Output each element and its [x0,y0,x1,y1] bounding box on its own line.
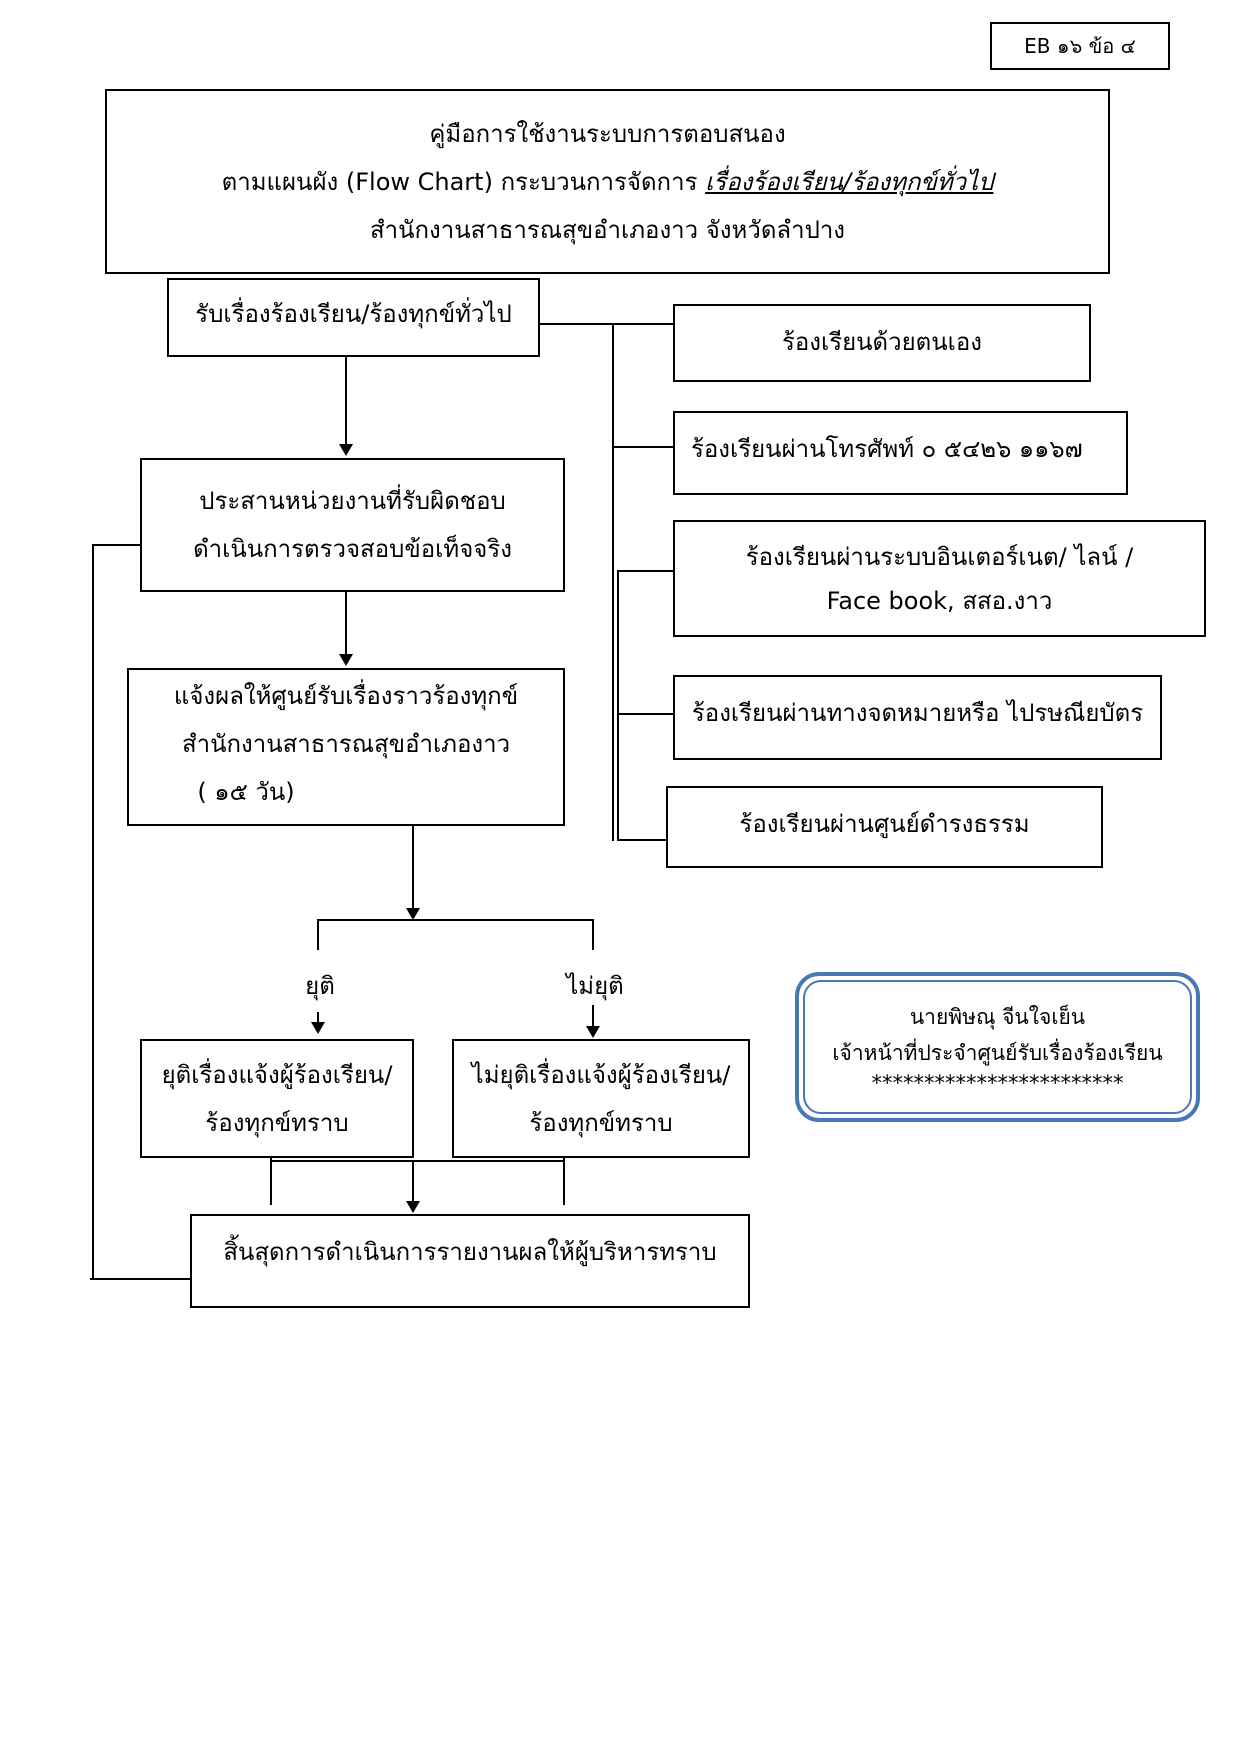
resolved-to-merge-line [270,1158,272,1205]
notify-text-1: แจ้งผลให้ศูนย์รับเรื่องราวร้องทุกข์ [173,682,519,710]
contact-info-box: นายพิษณุ จีนใจเย็น เจ้าหน้าที่ประจำศูนย์… [795,972,1200,1122]
receive-complaint-box: รับเรื่องร้องเรียน/ร้องทุกข์ทั่วไป [167,278,540,357]
channel-box-damrongdhamma: ร้องเรียนผ่านศูนย์ดำรงธรรม [666,786,1103,868]
resolved-box: ยุติเรื่องแจ้งผู้ร้องเรียน/ ร้องทุกข์ทรา… [140,1039,414,1158]
feedback-top-line [92,544,140,546]
document-code-text: EB ๑๖ ข้อ ๔ [1024,34,1136,58]
header-line-1: คู่มือการใช้งานระบบการตอบสนอง [429,119,786,148]
channel-damrongdhamma-text: ร้องเรียนผ่านศูนย์ดำรงธรรม [739,810,1030,838]
channel-branch-3 [617,570,673,572]
unresolved-to-merge-line [563,1158,565,1205]
resolved-arrowhead [311,1022,325,1034]
receive-to-coordinate-arrowhead [339,444,353,456]
notify-center-box: แจ้งผลให้ศูนย์รับเรื่องราวร้องทุกข์ สำนั… [127,668,565,826]
coordinate-to-notify-line [345,592,347,655]
header-line-3: สำนักงานสาธารณสุขอำเภองาว จังหวัดลำปาง [369,215,846,244]
receive-complaint-text: รับเรื่องร้องเรียน/ร้องทุกข์ทั่วไป [195,300,512,328]
end-text: สิ้นสุดการดำเนินการรายงานผลให้ผู้บริหารท… [223,1238,717,1266]
resolved-arrow-line [317,1012,319,1024]
channel-internet-text-2: Face book, สสอ.งาว [826,586,1053,615]
unresolved-arrowhead [586,1026,600,1038]
channel-mail-text: ร้องเรียนผ่านทางจดหมายหรือ ไปรษณียบัตร [691,699,1144,727]
header-line-2: ตามแผนผัง (Flow Chart) กระบวนการจัดการ เ… [222,158,994,206]
contact-name: นายพิษณุ จีนใจเย็น [909,1005,1086,1029]
notify-to-split-arrowhead [406,908,420,920]
unresolved-arrow-line [592,1005,594,1032]
coordinate-text-2: ดำเนินการตรวจสอบข้อเท็จจริง [193,535,512,563]
channels-trunk-line [612,323,614,841]
channel-internet-text-1: ร้องเรียนผ่านระบบอินเตอร์เนต/ ไลน์ / [745,542,1134,571]
receive-to-coordinate-line [345,357,347,445]
resolved-text-1: ยุติเรื่องแจ้งผู้ร้องเรียน/ [161,1060,393,1089]
channel-box-mail: ร้องเรียนผ่านทางจดหมายหรือ ไปรษณียบัตร [673,675,1162,760]
channel-branch-1 [612,323,673,325]
feedback-vertical-line [92,544,94,1280]
header-line-2-emphasis: เรื่องร้องเรียน/ร้องทุกข์ทั่วไป [705,167,994,196]
resolved-text-2: ร้องทุกข์ทราบ [205,1108,349,1137]
end-box: สิ้นสุดการดำเนินการรายงานผลให้ผู้บริหารท… [190,1214,750,1308]
merge-to-end-line [412,1160,414,1202]
notify-text-3: ( ๑๕ วัน) [197,778,295,806]
channel-branch-5 [617,839,666,841]
header-title-box: คู่มือการใช้งานระบบการตอบสนอง ตามแผนผัง … [105,89,1110,274]
coordinate-box: ประสานหน่วยงานที่รับผิดชอบ ดำเนินการตรวจ… [140,458,565,592]
channels-trunk-line-2 [617,570,619,840]
branch-resolved-label: ยุติ [305,972,335,1000]
channel-box-in-person: ร้องเรียนด้วยตนเอง [673,304,1091,382]
channel-in-person-text: ร้องเรียนด้วยตนเอง [781,328,983,356]
channel-box-phone: ร้องเรียนผ่านโทรศัพท์ ๐ ๕๔๒๖ ๑๑๖๗ [673,411,1128,495]
coordinate-to-notify-arrowhead [339,654,353,666]
notify-text-2: สำนักงานสาธารณสุขอำเภองาว [181,730,511,758]
contact-info-inner: นายพิษณุ จีนใจเย็น เจ้าหน้าที่ประจำศูนย์… [803,980,1192,1114]
split-horizontal-line [317,919,594,921]
unresolved-box: ไม่ยุติเรื่องแจ้งผู้ร้องเรียน/ ร้องทุกข์… [452,1039,750,1158]
unresolved-text-1: ไม่ยุติเรื่องแจ้งผู้ร้องเรียน/ [471,1060,731,1089]
channel-branch-2 [612,446,673,448]
feedback-bottom-line [90,1278,190,1280]
channel-branch-4 [617,713,673,715]
channel-box-internet: ร้องเรียนผ่านระบบอินเตอร์เนต/ ไลน์ / Fac… [673,520,1206,637]
notify-to-split-line [412,826,414,909]
document-code: EB ๑๖ ข้อ ๔ [990,22,1170,70]
split-right-drop [592,919,594,950]
channel-phone-text: ร้องเรียนผ่านโทรศัพท์ ๐ ๕๔๒๖ ๑๑๖๗ [691,435,1083,463]
coordinate-text-1: ประสานหน่วยงานที่รับผิดชอบ [199,487,506,515]
split-left-drop [317,919,319,950]
contact-stars: ************************ [871,1071,1124,1095]
contact-role: เจ้าหน้าที่ประจำศูนย์รับเรื่องร้องเรียน [832,1041,1163,1065]
merge-to-end-arrowhead [406,1201,420,1213]
header-line-2-prefix: ตามแผนผัง (Flow Chart) กระบวนการจัดการ [221,167,698,196]
merge-horizontal-line [270,1160,565,1162]
unresolved-text-2: ร้องทุกข์ทราบ [529,1108,673,1137]
receive-to-channels-line [540,323,673,325]
branch-unresolved-label: ไม่ยุติ [566,972,624,1000]
